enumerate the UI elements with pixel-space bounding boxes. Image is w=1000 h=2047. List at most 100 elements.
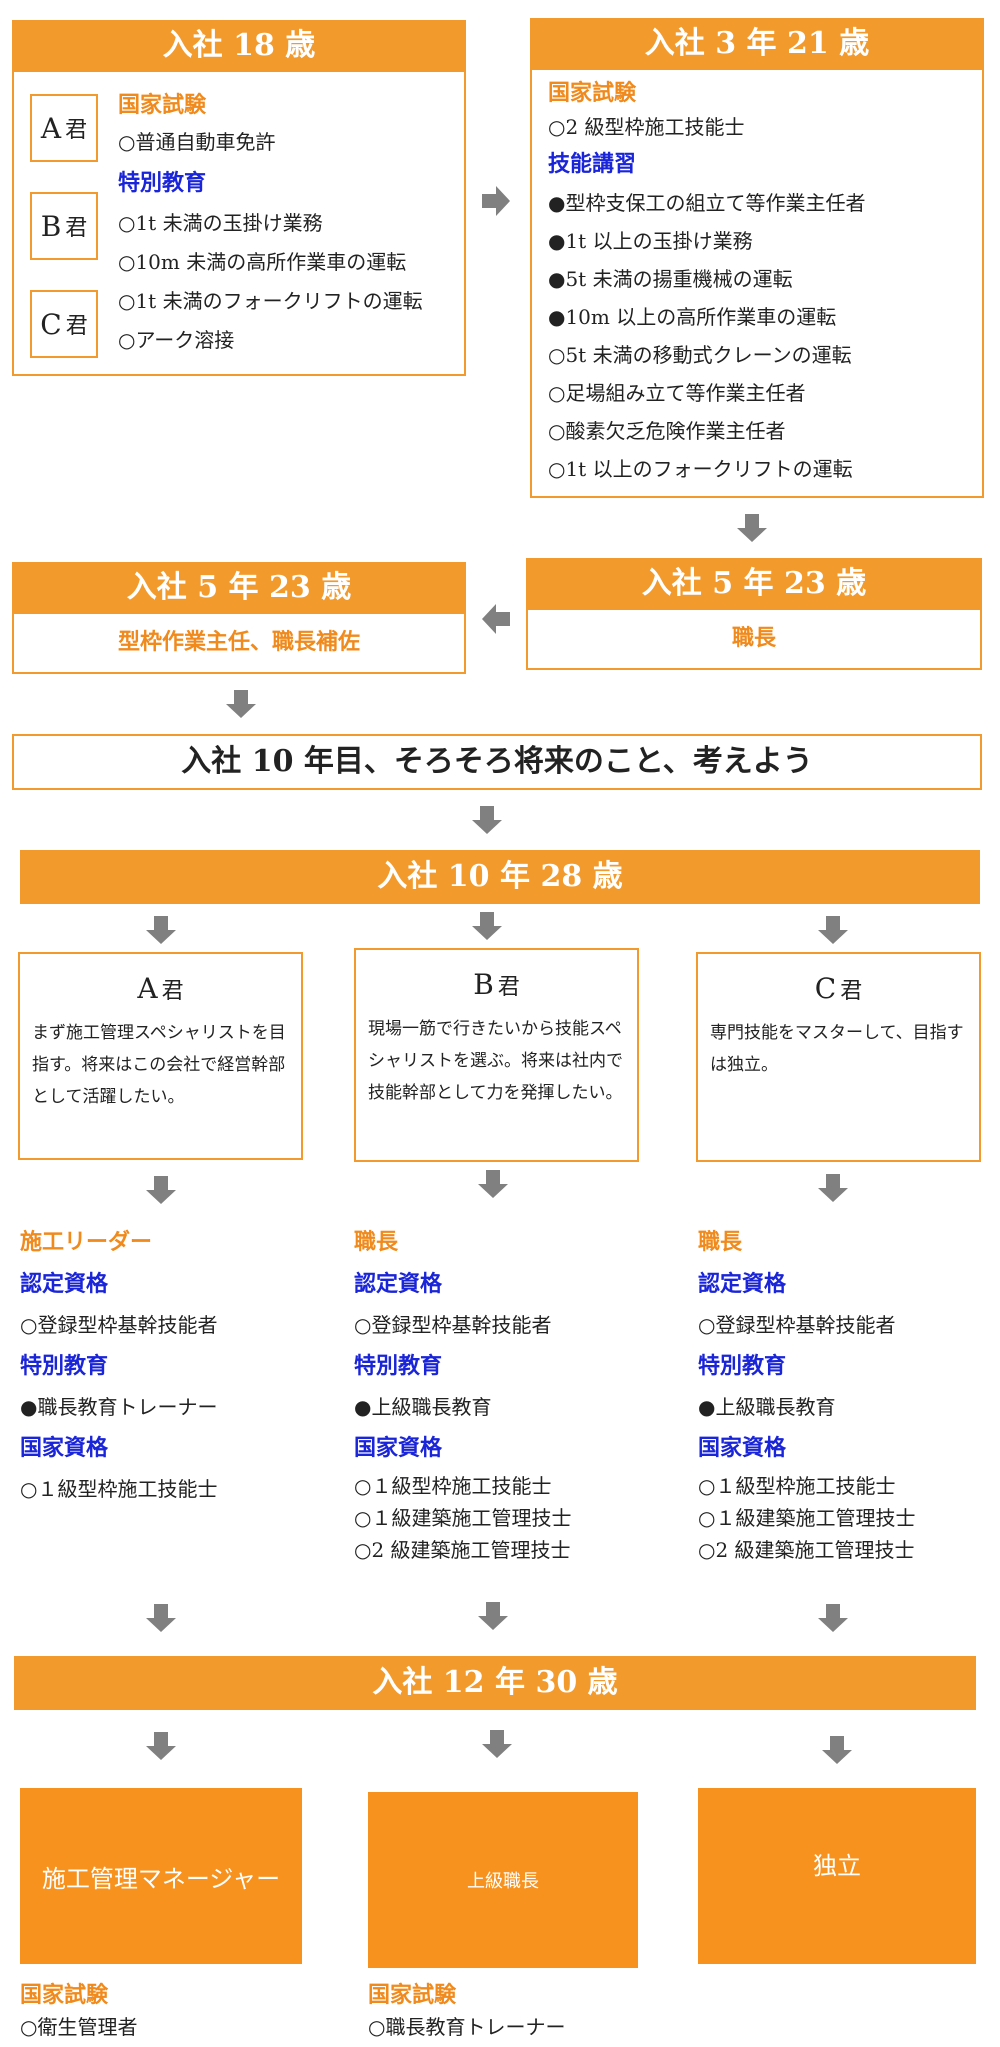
final-manager-exam: 国家試験 ○衛生管理者 bbox=[20, 1978, 320, 2042]
section-title: 特別教育 bbox=[118, 170, 207, 196]
arrow-right-icon bbox=[482, 186, 510, 216]
section-title: 認定資格 bbox=[354, 1271, 443, 1297]
list-item: ○2 級建築施工管理技士 bbox=[354, 1538, 571, 1562]
section-title: 特別教育 bbox=[354, 1353, 443, 1379]
ten-years-text: 入社 10 年目、そろそろ将来のこと、考えよう bbox=[181, 744, 813, 779]
card-suffix: 君 bbox=[497, 975, 520, 1000]
card-suffix: 君 bbox=[840, 979, 863, 1004]
age-30-banner: 入社 12 年 30 歳 bbox=[14, 1656, 976, 1710]
section-title: 国家資格 bbox=[20, 1435, 109, 1461]
arrow-down-icon bbox=[472, 806, 502, 834]
stage-23-foreman-header: 入社 5 年 23 歳 bbox=[526, 558, 982, 610]
arrow-down-icon bbox=[818, 1604, 848, 1632]
person-c-name: C bbox=[40, 307, 62, 341]
person-suffix: 君 bbox=[65, 314, 88, 339]
section-title: 国家試験 bbox=[118, 92, 207, 118]
final-independent-box: 独立 bbox=[698, 1788, 976, 1964]
path-role: 職長 bbox=[698, 1229, 743, 1255]
arrow-down-icon bbox=[822, 1736, 852, 1764]
stage-23-foreman-body: 職長 bbox=[731, 625, 776, 651]
arrow-down-icon bbox=[146, 1604, 176, 1632]
stage-23-assistant-body: 型枠作業主任、職長補佐 bbox=[117, 629, 360, 655]
stage-21-box: 入社 3 年 21 歳 bbox=[530, 18, 984, 498]
stage-23-assistant-box: 入社 5 年 23 歳 型枠作業主任、職長補佐 bbox=[12, 562, 466, 674]
section-title: 特別教育 bbox=[698, 1353, 787, 1379]
final-label: 施工管理マネージャー bbox=[41, 1864, 281, 1893]
person-suffix: 君 bbox=[65, 216, 88, 241]
arrow-down-icon bbox=[146, 1732, 176, 1760]
person-a-name: A bbox=[40, 111, 62, 145]
list-item: ○登録型枠基幹技能者 bbox=[698, 1313, 896, 1337]
list-item: ○1t 以上のフォークリフトの運転 bbox=[548, 457, 853, 481]
stage-21-header: 入社 3 年 21 歳 bbox=[530, 18, 984, 70]
path-column-c: 職長 認定資格 ○登録型枠基幹技能者 特別教育 ●上級職長教育 国家資格 ○１級… bbox=[698, 1222, 998, 1566]
age-28-banner: 入社 10 年 28 歳 bbox=[20, 850, 980, 904]
final-senior-foreman-exam: 国家試験 ○職長教育トレーナー bbox=[368, 1978, 668, 2042]
arrow-down-icon bbox=[482, 1730, 512, 1758]
final-label: 上級職長 bbox=[467, 1871, 539, 1892]
list-item: ○2 級型枠施工技能士 bbox=[548, 115, 745, 139]
stage-23-foreman-box: 入社 5 年 23 歳 職長 bbox=[526, 558, 982, 670]
arrow-down-icon bbox=[478, 1170, 508, 1198]
card-suffix: 君 bbox=[161, 979, 184, 1004]
card-name: C bbox=[814, 972, 837, 1005]
arrow-down-icon bbox=[472, 912, 502, 940]
list-item: ○衛生管理者 bbox=[20, 2015, 138, 2039]
list-item: ○登録型枠基幹技能者 bbox=[354, 1313, 552, 1337]
stage-23-assistant-header: 入社 5 年 23 歳 bbox=[12, 562, 466, 614]
list-item: ○職長教育トレーナー bbox=[368, 2015, 566, 2039]
path-role: 職長 bbox=[354, 1229, 399, 1255]
ten-years-banner: 入社 10 年目、そろそろ将来のこと、考えよう bbox=[12, 734, 982, 790]
list-item: ○１級建築施工管理技士 bbox=[698, 1506, 916, 1530]
section-title: 国家試験 bbox=[548, 80, 637, 106]
path-role: 施工リーダー bbox=[20, 1229, 153, 1255]
list-item: ●10m 以上の高所作業車の運転 bbox=[548, 305, 837, 329]
person-b-name: B bbox=[40, 209, 62, 243]
arrow-down-icon bbox=[146, 1176, 176, 1204]
list-item: ○１級型枠施工技能士 bbox=[698, 1474, 896, 1498]
person-suffix: 君 bbox=[65, 118, 88, 143]
list-item: ○1t 未満のフォークリフトの運転 bbox=[118, 289, 423, 313]
list-item: ○足場組み立て等作業主任者 bbox=[548, 381, 806, 405]
list-item: ●上級職長教育 bbox=[354, 1395, 492, 1419]
list-item: ○アーク溶接 bbox=[118, 328, 235, 352]
list-item: ○普通自動車免許 bbox=[118, 130, 276, 154]
arrow-down-icon bbox=[818, 916, 848, 944]
path-column-b: 職長 認定資格 ○登録型枠基幹技能者 特別教育 ●上級職長教育 国家資格 ○１級… bbox=[354, 1222, 674, 1566]
section-title: 国家資格 bbox=[354, 1435, 443, 1461]
list-item: ●1t 以上の玉掛け業務 bbox=[548, 229, 753, 253]
section-title: 国家試験 bbox=[20, 1982, 109, 2008]
section-title: 認定資格 bbox=[20, 1271, 109, 1297]
list-item: ○5t 未満の移動式クレーンの運転 bbox=[548, 343, 852, 367]
stage-18-content: 国家試験 ○普通自動車免許 特別教育 ○1t 未満の玉掛け業務 ○10m 未満の… bbox=[118, 88, 463, 360]
section-title: 技能講習 bbox=[548, 151, 637, 177]
card-text: 専門技能をマスターして、目指すは独立。 bbox=[710, 1023, 964, 1075]
list-item: ○１級型枠施工技能士 bbox=[354, 1474, 552, 1498]
arrow-down-icon bbox=[146, 916, 176, 944]
arrow-down-icon bbox=[818, 1174, 848, 1202]
arrow-down-icon bbox=[737, 514, 767, 542]
card-name: A bbox=[137, 972, 158, 1005]
arrow-down-icon bbox=[478, 1602, 508, 1630]
arrow-left-icon bbox=[482, 604, 510, 634]
card-name: B bbox=[473, 968, 494, 1001]
arrow-down-icon bbox=[226, 690, 256, 718]
section-title: 特別教育 bbox=[20, 1353, 109, 1379]
section-title: 国家試験 bbox=[368, 1982, 457, 2008]
list-item: ●型枠支保工の組立て等作業主任者 bbox=[548, 191, 866, 215]
list-item: ○10m 未満の高所作業車の運転 bbox=[118, 250, 407, 274]
list-item: ○登録型枠基幹技能者 bbox=[20, 1313, 218, 1337]
card-text: まず施工管理スペシャリストを目指す。将来はこの会社で経営幹部として活躍したい。 bbox=[32, 1023, 286, 1107]
list-item: ○酸素欠乏危険作業主任者 bbox=[548, 419, 786, 443]
list-item: ●上級職長教育 bbox=[698, 1395, 836, 1419]
list-item: ●職長教育トレーナー bbox=[20, 1395, 218, 1419]
card-text: 現場一筋で行きたいから技能スペシャリストを選ぶ。将来は社内で技能幹部として力を発… bbox=[368, 1019, 623, 1103]
